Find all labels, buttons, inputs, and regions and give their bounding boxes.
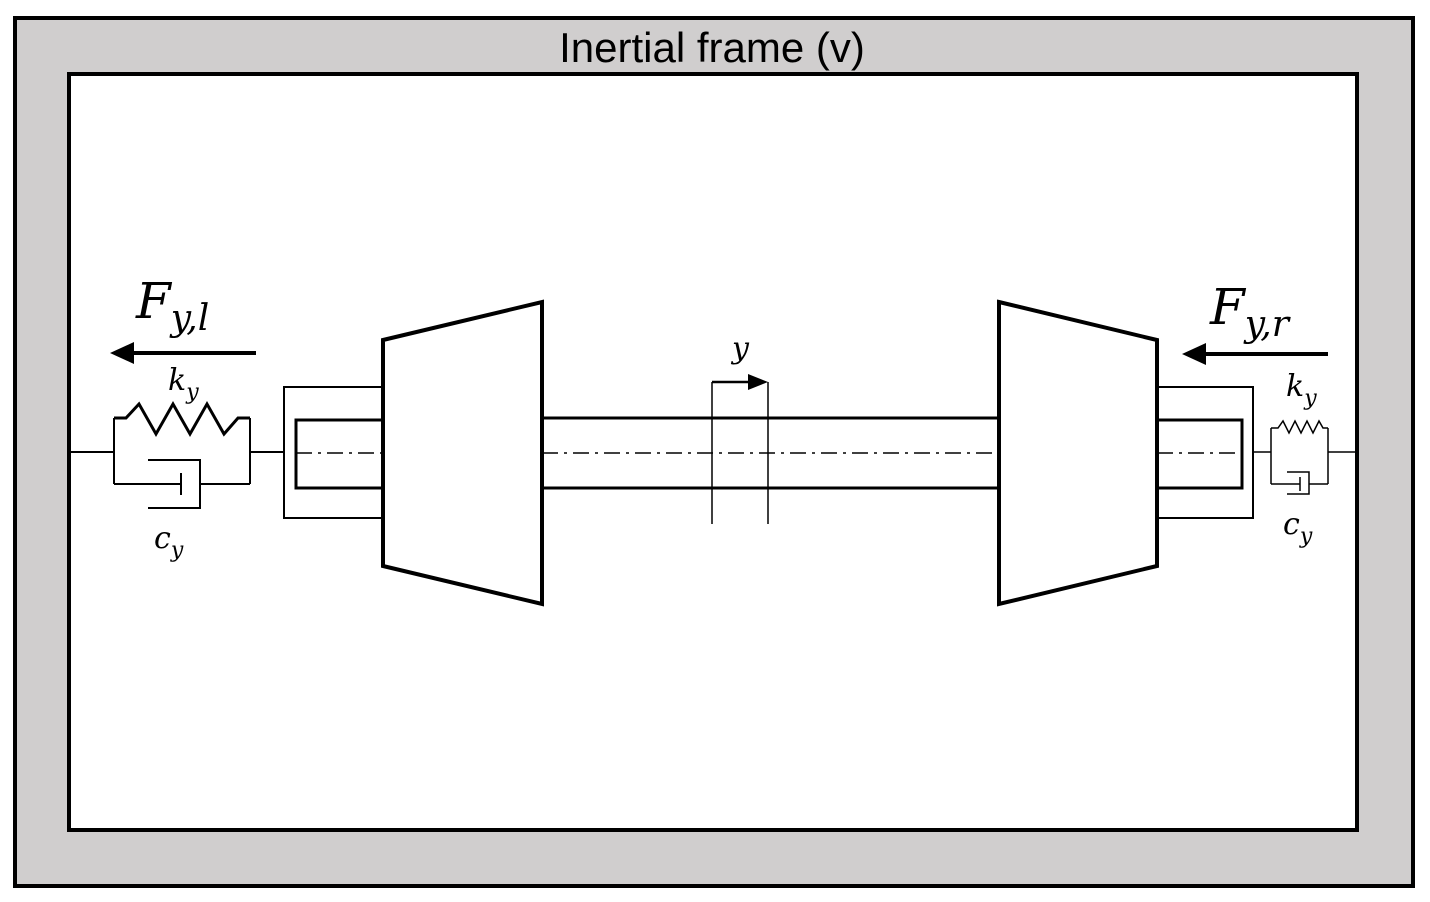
force-right-sub: y,r <box>1243 304 1291 345</box>
damper-left-main: c <box>154 521 171 556</box>
force-left-label: Fy,l <box>135 272 209 339</box>
damper-left-label: cy <box>154 521 184 563</box>
force-right-label: Fy,r <box>1209 278 1291 345</box>
right-damper <box>1271 471 1328 495</box>
displacement-indicator <box>711 374 769 524</box>
damper-right-sub: y <box>1299 524 1313 549</box>
force-arrow-right <box>1182 343 1328 365</box>
damper-right-main: c <box>1283 507 1300 542</box>
spring-right-main: k <box>1286 369 1304 404</box>
right-suspension <box>1253 419 1355 495</box>
right-spring <box>1271 419 1328 435</box>
left-spring <box>114 400 250 438</box>
force-left-sub: y,l <box>169 298 210 339</box>
spring-left-label: ky <box>168 363 199 405</box>
left-suspension <box>71 400 284 509</box>
damper-right-label: cy <box>1283 507 1313 549</box>
right-wheel <box>997 299 1159 607</box>
frame-title: Inertial frame (v) <box>559 24 865 71</box>
left-wheel <box>381 299 544 607</box>
force-left-main: F <box>135 272 173 330</box>
damper-left-sub: y <box>170 538 184 563</box>
spring-left-main: k <box>168 363 186 398</box>
left-damper <box>114 459 250 509</box>
spring-right-label: ky <box>1286 369 1317 411</box>
force-arrow-left <box>110 342 256 364</box>
force-right-main: F <box>1209 278 1247 336</box>
displacement-label: y <box>730 331 750 366</box>
spring-right-sub: y <box>1303 386 1317 411</box>
spring-left-sub: y <box>185 380 199 405</box>
